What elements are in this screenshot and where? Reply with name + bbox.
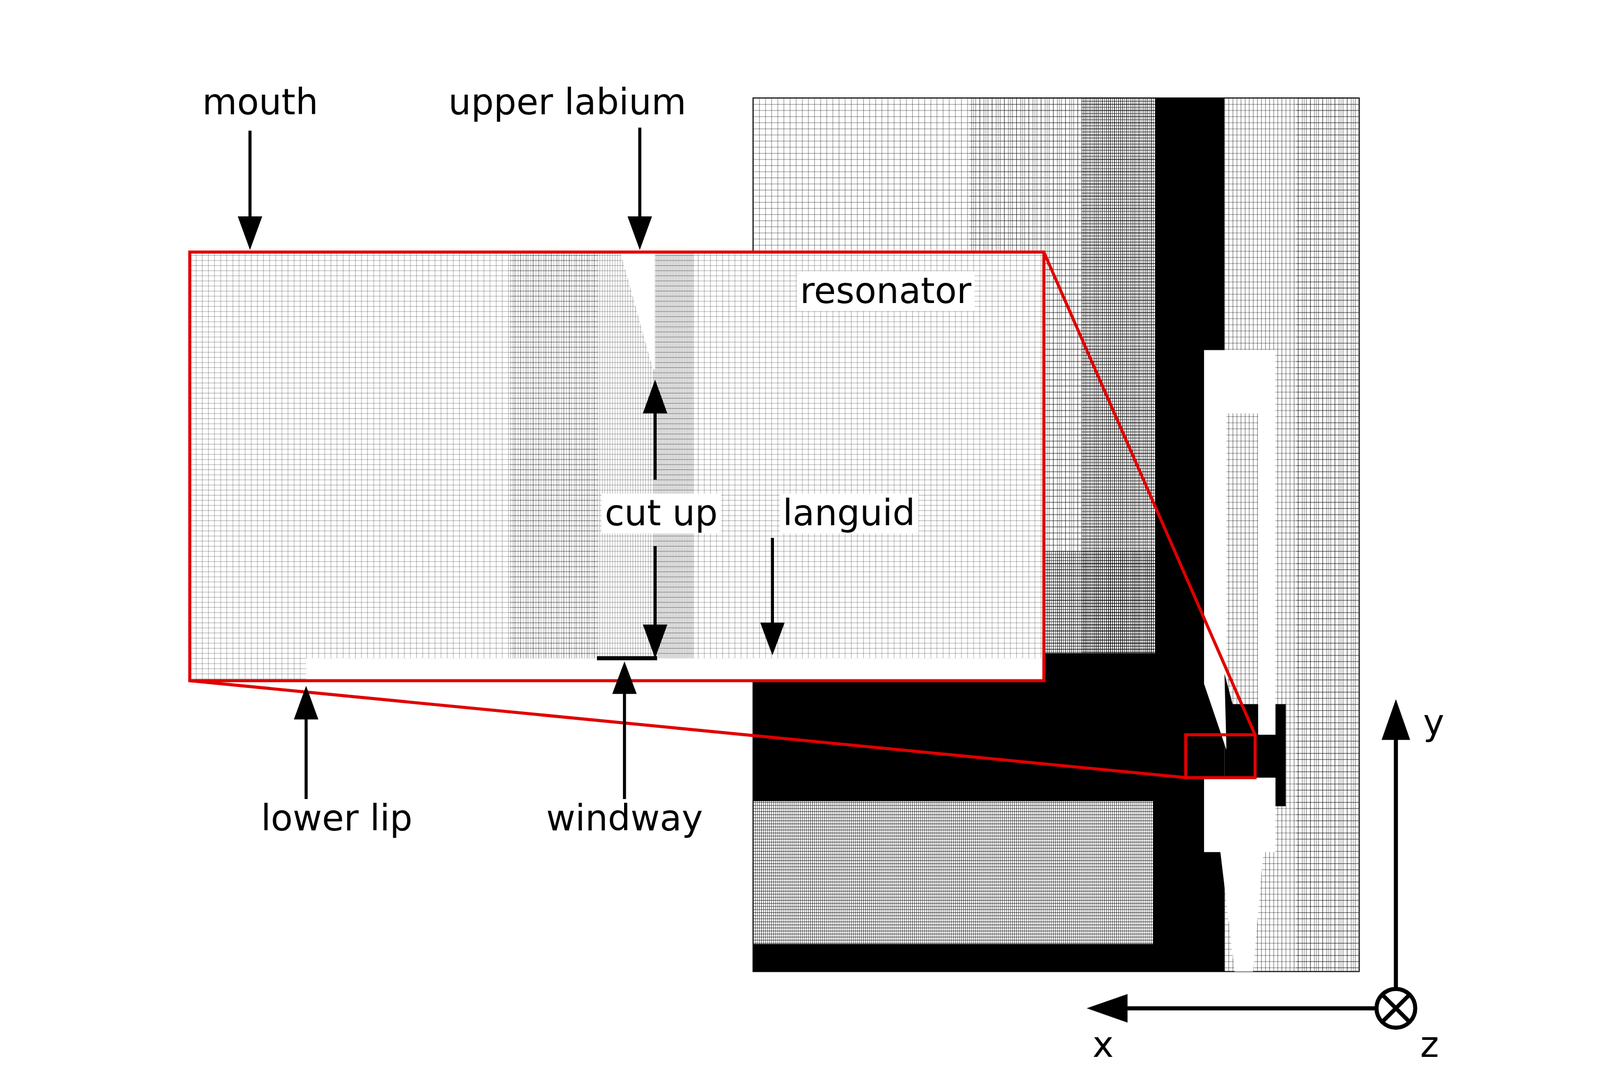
- part-label: resonator: [796, 271, 975, 311]
- part-label: mouth: [201, 82, 318, 122]
- part-label: windway: [545, 798, 703, 839]
- axis-label: x: [1092, 1025, 1114, 1065]
- axis-label: y: [1422, 702, 1445, 743]
- leader-arrows: [237, 127, 785, 799]
- zoom-inset: [189, 251, 1044, 681]
- axes: [1086, 699, 1416, 1028]
- part-label: upper labium: [448, 82, 687, 122]
- part-label: lower lip: [260, 798, 413, 839]
- zoom-lines: [189, 251, 1256, 778]
- pipe-walls: [1203, 349, 1276, 972]
- dimension-label: cut up: [601, 493, 721, 534]
- axis-label: z: [1420, 1025, 1439, 1065]
- part-label: languid: [779, 493, 919, 534]
